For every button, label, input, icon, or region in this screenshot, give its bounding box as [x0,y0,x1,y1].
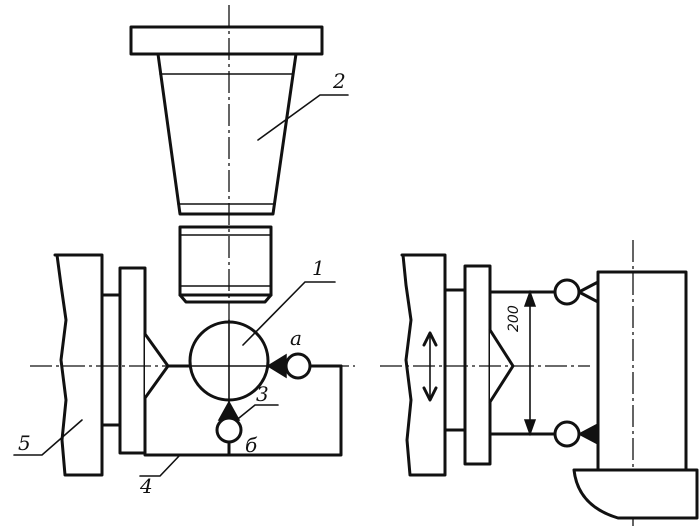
right-plate-joint [443,288,467,432]
label-5: 5 [18,431,31,455]
spindle-body [156,52,298,216]
column-plate [118,266,147,455]
leader-4 [139,454,181,477]
leader-5 [13,419,83,456]
spindle-flange [129,25,324,56]
label-a: a [290,326,302,350]
leader-2 [257,94,349,141]
arbor-chamfer [178,293,273,304]
spindle-arbor [178,225,273,297]
indicator-b [215,400,243,457]
right-column [400,253,447,477]
mandrel [596,270,688,472]
column-plate-joint [100,293,122,427]
left-view: 2 1 a 3 б 5 4 [13,5,355,498]
indicator-a [266,352,343,380]
motion-arrow [422,331,438,402]
upper-indicator [553,278,600,306]
leader-1 [242,281,336,346]
right-view: 200 [380,240,699,528]
leader-3 [238,404,279,419]
label-2: 2 [332,69,346,93]
column-body [53,253,104,477]
base-support [572,468,699,520]
label-1: 1 [312,256,325,280]
lower-indicator [553,420,599,448]
label-3: 3 [256,382,269,406]
dimension-200 [523,289,537,437]
label-b: б [245,433,258,457]
label-4: 4 [139,474,153,498]
right-plate [463,264,492,466]
dimension-label: 200 [506,305,522,332]
